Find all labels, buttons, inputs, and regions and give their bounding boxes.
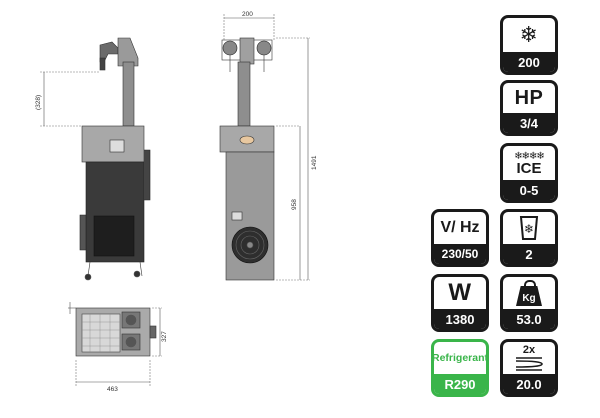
dim-body-height: 958 (291, 199, 298, 210)
horsepower-badge: HP 3/4 (500, 80, 558, 136)
watt-label: W (448, 279, 472, 306)
plan-view (68, 302, 162, 386)
refrigerant-value: R290 (434, 374, 486, 394)
coil-value: 20.0 (503, 374, 555, 394)
front-view (219, 14, 310, 281)
wattage-badge: W 1380 (431, 274, 489, 332)
outlets-value: 2 (503, 244, 555, 264)
technical-drawing: 200 (328) 1491 958 327 463 (35, 11, 318, 393)
svg-text:❄: ❄ (524, 222, 534, 236)
voltage-label: V/ Hz (440, 219, 480, 236)
outlets-badge: ❄ 2 (500, 209, 558, 267)
refrigerant-badge: Refrigerant R290 (431, 339, 489, 397)
glass-snowflake-icon: ❄ (503, 212, 555, 244)
ice-bank-badge: ❄❄❄❄ ICE 0-5 (500, 143, 558, 203)
hp-label: HP (514, 86, 544, 109)
weight-icon: Kg (503, 277, 555, 309)
coil-count-label: 2x (522, 344, 536, 356)
refrigerant-label: Refrigerant (432, 352, 489, 364)
cooling-value: 200 (503, 52, 555, 72)
snowflake-glyph: ❄ (519, 22, 539, 47)
weight-value: 53.0 (503, 309, 555, 329)
ice-crystals-icon: ❄❄❄❄ (514, 150, 544, 162)
snowflake-icon: ❄ (503, 18, 555, 52)
dim-plan-width: 463 (107, 386, 118, 393)
side-view (40, 37, 151, 281)
coil-badge: 2x 20.0 (500, 339, 558, 397)
voltage-value: 230/50 (434, 244, 486, 264)
coil-icon: 2x (503, 342, 555, 374)
ice-value: 0-5 (503, 180, 555, 200)
ice-label: ICE (516, 159, 542, 177)
cooling-capacity-badge: ❄ 200 (500, 15, 558, 75)
watt-value: 1380 (434, 309, 486, 329)
voltage-badge: V/ Hz 230/50 (431, 209, 489, 267)
dim-total-height: 1491 (311, 155, 318, 170)
dim-tap-height: (328) (35, 95, 42, 110)
weight-badge: Kg 53.0 (500, 274, 558, 332)
weight-unit-label: Kg (522, 293, 536, 304)
dim-plan-depth: 327 (161, 331, 168, 342)
hp-value: 3/4 (503, 113, 555, 133)
dim-top-width: 200 (242, 11, 253, 18)
